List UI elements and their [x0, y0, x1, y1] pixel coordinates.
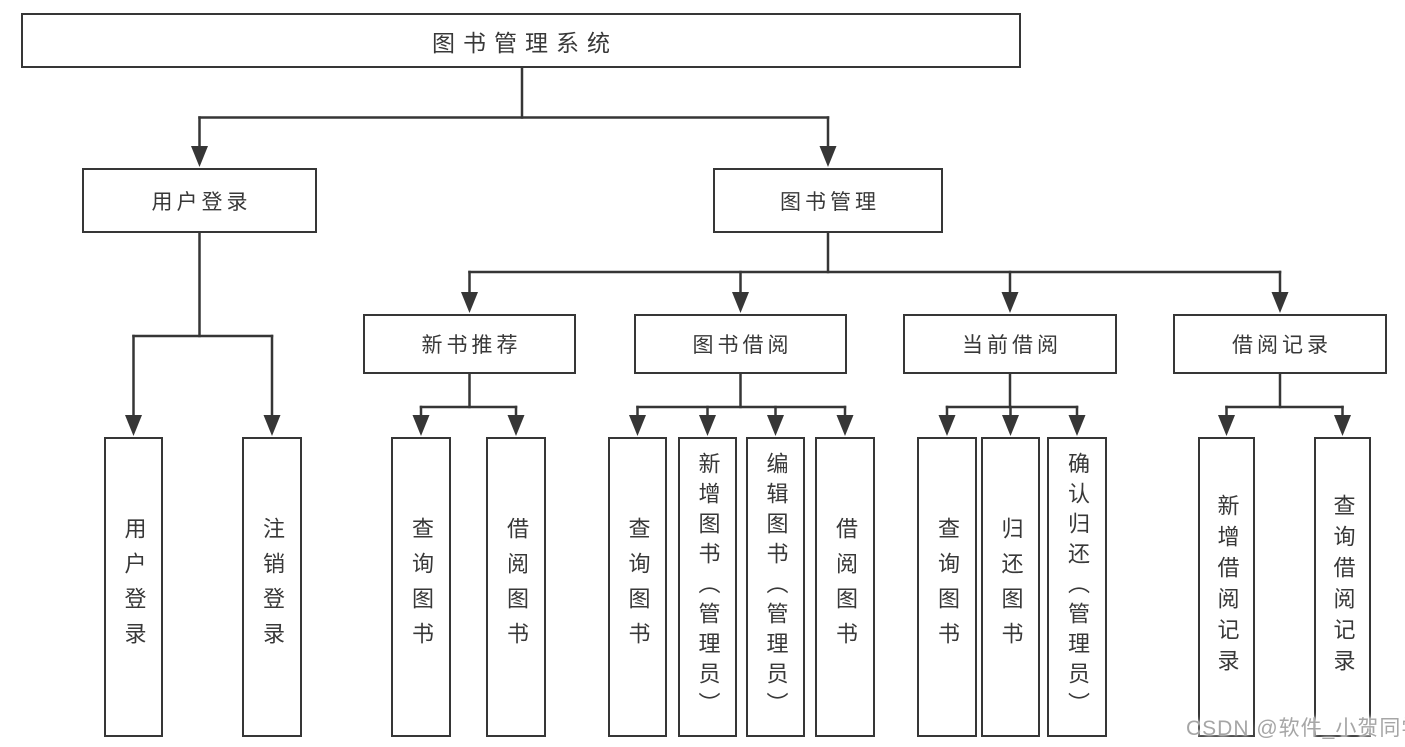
leaf-borrow-books-recommend: 借阅图书	[486, 437, 546, 737]
leaf-borrow-books-recommend-label: 借阅图书	[504, 517, 529, 657]
leaf-query-books-borrowing: 查询图书	[608, 437, 667, 737]
leaf-confirm-return-admin: 确认归还（管理员）	[1047, 437, 1107, 737]
leaf-add-borrowing-record-label: 新增借阅记录	[1214, 494, 1240, 680]
leaf-add-book-admin-label: 新增图书（管理员）	[695, 452, 721, 722]
leaf-query-borrowing-record: 查询借阅记录	[1314, 437, 1371, 737]
leaf-query-books-current: 查询图书	[917, 437, 977, 737]
leaf-logout-login-label: 注销登录	[260, 517, 285, 657]
leaf-confirm-return-admin-label: 确认归还（管理员）	[1065, 452, 1090, 722]
leaf-add-book-admin: 新增图书（管理员）	[678, 437, 737, 737]
node-borrowing-records: 借阅记录	[1173, 314, 1387, 374]
leaf-logout-login: 注销登录	[242, 437, 302, 737]
node-library-management-system: 图书管理系统	[21, 13, 1021, 68]
node-new-book-recommendation: 新书推荐	[363, 314, 576, 374]
leaf-edit-book-admin-label: 编辑图书（管理员）	[763, 452, 789, 722]
leaf-query-books-current-label: 查询图书	[935, 517, 960, 657]
leaf-return-books: 归还图书	[981, 437, 1040, 737]
leaf-user-login-label: 用户登录	[121, 517, 147, 657]
leaf-user-login: 用户登录	[104, 437, 163, 737]
leaf-query-borrowing-record-label: 查询借阅记录	[1330, 494, 1356, 680]
node-book-management: 图书管理	[713, 168, 943, 233]
node-user-login: 用户登录	[82, 168, 317, 233]
leaf-query-books-borrowing-label: 查询图书	[625, 517, 651, 657]
leaf-add-borrowing-record: 新增借阅记录	[1198, 437, 1255, 737]
leaf-borrow-books-borrowing: 借阅图书	[815, 437, 875, 737]
leaf-query-books-recommend: 查询图书	[391, 437, 451, 737]
leaf-return-books-label: 归还图书	[998, 517, 1024, 657]
csdn-watermark: CSDN @软件_小贺同学	[1186, 717, 1405, 740]
arrowheads	[125, 146, 1351, 436]
leaf-borrow-books-borrowing-label: 借阅图书	[833, 517, 858, 657]
leaf-edit-book-admin: 编辑图书（管理员）	[746, 437, 805, 737]
node-current-borrowing: 当前借阅	[903, 314, 1117, 374]
node-book-borrowing: 图书借阅	[634, 314, 847, 374]
leaf-query-books-recommend-label: 查询图书	[409, 517, 434, 657]
